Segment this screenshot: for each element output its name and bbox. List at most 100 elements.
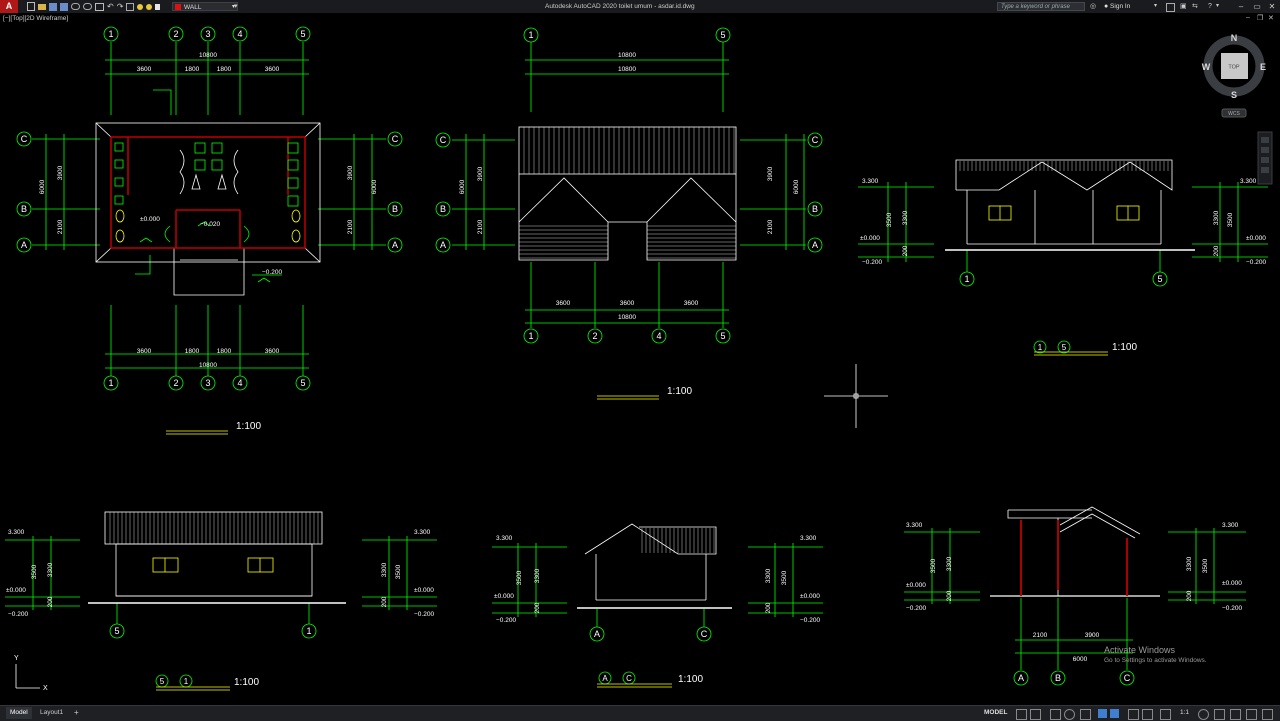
floor-plan-outline [95,122,321,296]
full-navigation-wheel-icon[interactable] [1261,137,1269,143]
plus-icon[interactable] [1214,709,1225,720]
navigation-bar[interactable] [1257,131,1273,185]
plan-grid-top-1: 1 [108,29,113,39]
compass-w[interactable]: W [1202,62,1211,72]
roof-grid-right-a: A [812,240,818,250]
compass-s[interactable]: S [1231,90,1237,100]
elev51-level-zero-right: ±0.000 [414,587,434,594]
autodesk-app-icon[interactable] [1166,3,1175,12]
undo-icon[interactable]: ↶ [107,2,114,11]
plan-dim-bottom-seg-1: 3600 [137,348,152,355]
tab-model[interactable]: Model [6,707,32,719]
section-dim-left-1: 3500 [930,558,937,573]
save-as-icon[interactable] [60,2,68,11]
binoculars-icon[interactable]: ◎ [1090,3,1097,10]
elev51-dim-left-3: 200 [47,596,54,607]
viewcube[interactable]: TOP N S E W WCS [1202,33,1266,118]
customization-menu-icon[interactable] [1262,709,1273,720]
roof-dim-bottom-seg-1: 3600 [556,300,571,307]
hardware-acceleration-icon[interactable] [1246,709,1257,720]
model-space-toggle[interactable]: MODEL [984,709,1008,716]
doc-minimize-button[interactable]: – [1246,14,1250,21]
minimize-button[interactable]: – [1238,2,1244,11]
save-icon[interactable] [49,2,57,11]
roof-dim-left-seg-2: 2100 [477,219,484,234]
isodraft-icon[interactable] [1080,709,1091,720]
plot-icon[interactable] [95,2,104,11]
annotation-visibility-icon[interactable] [1160,709,1171,720]
viewport-controls[interactable]: [−][Top][2D Wireframe] [3,15,69,22]
layer-dropdown[interactable]: WALL ▾ [172,2,238,11]
ortho-icon[interactable] [1050,709,1061,720]
transparency-icon[interactable] [1142,709,1153,720]
zoom-icon[interactable] [1261,157,1269,163]
share-icon[interactable] [126,2,135,11]
exchange-icon[interactable]: ⇆ [1192,3,1198,10]
lineweight-icon[interactable] [1128,709,1139,720]
orbit-icon[interactable] [1261,167,1269,173]
elevac-level-zero-left: ±0.000 [494,593,514,600]
user-icon: ● [1104,3,1109,10]
object-snap-icon[interactable] [1110,709,1119,718]
roof-grid-left-b: B [440,204,446,214]
layer-lock-icon[interactable] [155,3,161,10]
gear-icon[interactable] [1198,709,1209,720]
help-chevron-icon[interactable]: ▾ [1216,3,1220,9]
annotation-scale[interactable]: 1:1 [1180,709,1190,716]
elev15-level-top-right: 3.300 [1240,178,1257,185]
roof-dim-top-1: 10800 [618,52,636,59]
section-view [904,528,1246,686]
doc-restore-button[interactable]: ❐ [1257,15,1264,22]
plan-dim-top-seg-1: 3600 [137,66,152,73]
object-snap-tracking-icon[interactable] [1098,709,1107,718]
redo-icon[interactable]: ↷ [116,2,124,11]
roof-grid-bottom-5: 5 [720,331,725,341]
doc-close-button[interactable]: ✕ [1268,15,1274,22]
elev15-scale: 1:100 [1112,342,1137,353]
new-file-icon[interactable] [27,2,35,11]
isolate-objects-icon[interactable] [1230,709,1241,720]
maximize-button[interactable]: ▭ [1253,2,1261,11]
plan-dim-top-total: 10800 [199,52,217,59]
help-icon[interactable]: ? [1208,3,1212,10]
plan-grid-bottom-3: 3 [205,378,210,388]
section-dim-right-3: 200 [1186,590,1193,601]
cloud-save-icon[interactable] [83,3,92,10]
pan-icon[interactable] [1261,147,1269,153]
compass-n[interactable]: N [1231,33,1238,43]
plan-grid-top-2: 2 [173,29,178,39]
section-grid-c: C [1124,673,1131,683]
add-layout-button[interactable]: + [74,708,79,717]
polar-tracking-icon[interactable] [1064,709,1075,720]
signin-chevron-icon[interactable]: ▾ [1154,3,1158,9]
crosshair-cursor [824,364,888,428]
wcs-menu[interactable]: WCS [1228,111,1240,117]
sign-in-button[interactable]: ● Sign In [1104,0,1130,13]
close-button[interactable]: ✕ [1268,2,1276,11]
elevation-1-5-windows [988,205,1140,221]
section-dim-right-1: 3300 [1186,556,1193,571]
layer-bulb-icon[interactable] [137,3,144,10]
roof-grid-top-1: 1 [528,30,533,40]
autocad-logo[interactable]: A [0,0,18,13]
grid-icon[interactable] [1016,709,1027,720]
cart-icon[interactable]: ▣ [1180,3,1187,10]
plan-grid-bottom-4: 4 [237,378,242,388]
search-input[interactable]: Type a keyword or phrase [997,2,1085,11]
snap-mode-icon[interactable] [1030,709,1041,720]
open-folder-icon[interactable] [38,3,46,10]
compass-e[interactable]: E [1260,62,1266,72]
elev15-dim-left-2: 3300 [902,210,909,225]
cloud-open-icon[interactable] [71,3,80,10]
elev15-dim-right-3: 200 [1213,245,1220,256]
tab-layout1[interactable]: Layout1 [40,709,64,716]
qa-more-icon[interactable]: ▾ [234,3,238,10]
elevation-a-c [492,543,823,685]
layer-sun-icon[interactable] [146,3,153,10]
viewcube-top-face[interactable] [1221,53,1248,79]
plan-grid-bottom-1: 1 [108,378,113,388]
drawing-canvas[interactable]: 1 2 3 4 5 1 2 3 4 5 C B A C B A 10800 36… [0,13,1280,706]
title-bar: A ↶ ↷ WALL ▾ ▾ Autodesk AutoCAD 2020 toi… [0,0,1280,13]
plan-dim-bottom-seg-3: 1800 [217,348,232,355]
elev51-dim-left-2: 3300 [47,562,54,577]
